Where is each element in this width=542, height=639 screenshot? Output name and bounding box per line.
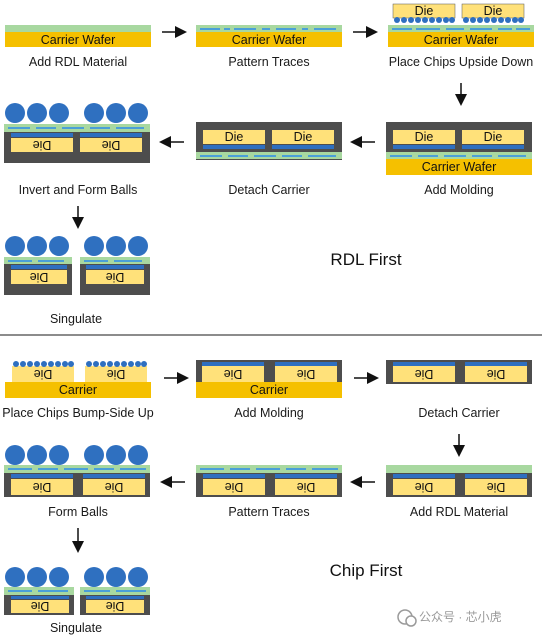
- rdl-first-step-5-caption: Detach Carrier: [228, 183, 309, 197]
- rdl-first-step-5-graphic: Die Die: [196, 122, 342, 160]
- die-label-inverted: Die: [102, 138, 121, 152]
- rdl-first-step-3-caption: Place Chips Upside Down: [389, 55, 534, 69]
- chip-first-step-1-caption: Place Chips Bump-Side Up: [2, 406, 154, 420]
- chip-first-step-7-graphic: Die Die: [4, 567, 150, 615]
- chip-first-step-3-caption: Detach Carrier: [418, 406, 499, 420]
- chip-first-step-2-graphic: Die Die Carrier: [196, 360, 342, 398]
- rdl-first-step-3-graphic: Die Die Carrier Wafer: [388, 3, 534, 47]
- chip-first-step-4-caption: Add RDL Material: [410, 505, 508, 519]
- carrier-wafer-label: Carrier Wafer: [422, 160, 497, 174]
- carrier-wafer-label: Carrier Wafer: [424, 33, 499, 47]
- die-label-inverted: Die: [225, 480, 244, 494]
- die-label-inverted: Die: [33, 480, 52, 494]
- rdl-first-step-7-graphic: Die Die: [4, 236, 150, 295]
- die-label-inverted: Die: [107, 367, 126, 381]
- die-label-inverted: Die: [487, 480, 506, 494]
- die-label: Die: [484, 130, 503, 144]
- carrier-label: Carrier: [250, 383, 288, 397]
- die-label-inverted: Die: [106, 599, 125, 613]
- chip-first-step-6-graphic: Die Die: [4, 445, 150, 497]
- rdl-first-step-7-caption: Singulate: [50, 312, 102, 326]
- rdl-first-step-4-graphic: Die Die Carrier Wafer: [386, 122, 532, 175]
- die-label: Die: [225, 130, 244, 144]
- die-label-inverted: Die: [297, 367, 316, 381]
- chip-first-step-3-graphic: Die Die: [386, 360, 532, 384]
- rdl-first-step-6-graphic: Die Die: [4, 103, 150, 163]
- chip-first-step-4-graphic: Die Die: [386, 465, 532, 497]
- rdl-first-step-6-caption: Invert and Form Balls: [19, 183, 138, 197]
- die-label: Die: [415, 130, 434, 144]
- die-label: Die: [294, 130, 313, 144]
- chip-first-step-1-graphic: Die Die Carrier: [5, 361, 151, 398]
- die-label-inverted: Die: [105, 480, 124, 494]
- die-label-inverted: Die: [415, 367, 434, 381]
- watermark-text: 公众号 · 芯小虎: [419, 610, 502, 624]
- die-label-inverted: Die: [34, 367, 53, 381]
- chip-first-title: Chip First: [330, 561, 403, 580]
- carrier-label: Carrier: [59, 383, 97, 397]
- die-label: Die: [415, 4, 434, 18]
- die-label-inverted: Die: [224, 367, 243, 381]
- die-label-inverted: Die: [31, 599, 50, 613]
- die-label: Die: [484, 4, 503, 18]
- watermark: 公众号 · 芯小虎: [397, 609, 502, 627]
- die-label-inverted: Die: [106, 270, 125, 284]
- die-label-inverted: Die: [415, 480, 434, 494]
- rdl-first-step-2-graphic: Carrier Wafer: [196, 25, 342, 47]
- chip-first-step-7-caption: Singulate: [50, 621, 102, 635]
- die-label-inverted: Die: [33, 138, 52, 152]
- chip-first-step-2-caption: Add Molding: [234, 406, 304, 420]
- chip-first-step-5-graphic: Die Die: [196, 465, 342, 497]
- chip-first-step-5-caption: Pattern Traces: [228, 505, 309, 519]
- carrier-wafer-label: Carrier Wafer: [232, 33, 307, 47]
- die-label-inverted: Die: [487, 367, 506, 381]
- die-label-inverted: Die: [297, 480, 316, 494]
- rdl-first-step-2-caption: Pattern Traces: [228, 55, 309, 69]
- rdl-first-step-1-graphic: Carrier Wafer: [5, 25, 151, 47]
- chip-first-step-6-caption: Form Balls: [48, 505, 108, 519]
- rdl-first-title: RDL First: [330, 250, 401, 269]
- carrier-wafer-label: Carrier Wafer: [41, 33, 116, 47]
- die-label-inverted: Die: [30, 270, 49, 284]
- rdl-first-step-1-caption: Add RDL Material: [29, 55, 127, 69]
- rdl-first-step-4-caption: Add Molding: [424, 183, 494, 197]
